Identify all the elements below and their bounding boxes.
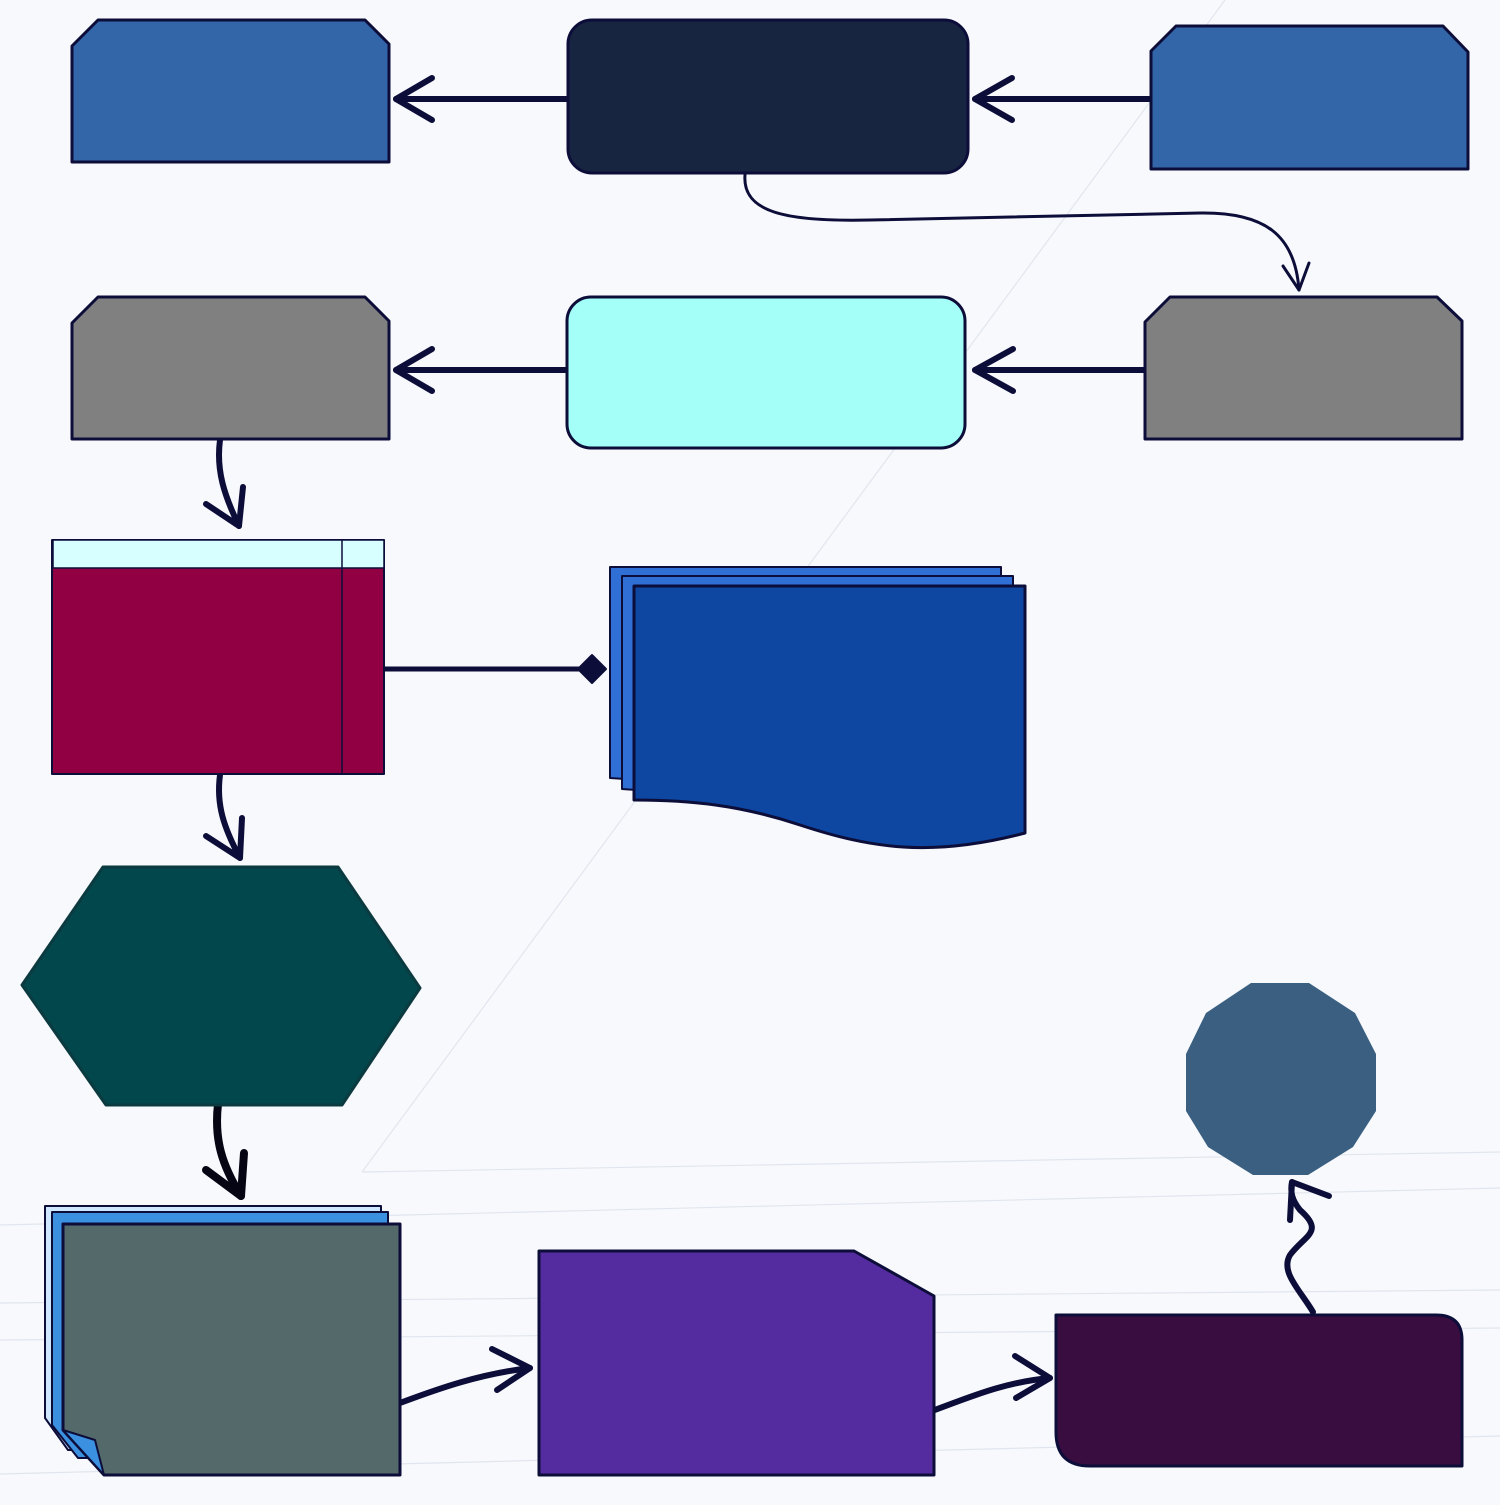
nodes bbox=[20, 18, 1470, 1477]
connector-line bbox=[397, 1365, 533, 1406]
page-shape bbox=[61, 1222, 402, 1477]
edge-n9-n10[interactable] bbox=[202, 1100, 248, 1200]
edge-n7-n9[interactable] bbox=[203, 772, 245, 861]
node-n4[interactable] bbox=[70, 295, 391, 441]
connector-line bbox=[213, 1100, 245, 1200]
node-n11[interactable] bbox=[537, 1249, 936, 1477]
connector-line bbox=[216, 437, 242, 529]
arrowhead-icon bbox=[393, 346, 435, 394]
node-n5[interactable] bbox=[565, 295, 967, 450]
edge-n6-n5[interactable] bbox=[972, 346, 1148, 394]
arrowhead-icon bbox=[489, 1346, 533, 1393]
arrowhead-icon bbox=[393, 75, 435, 123]
node-n10[interactable] bbox=[44, 1205, 402, 1477]
document-shape bbox=[632, 584, 1027, 850]
clipped-rectangle-shape bbox=[70, 18, 391, 164]
node-n3[interactable] bbox=[1149, 24, 1470, 171]
edge-n10-n11[interactable] bbox=[397, 1346, 533, 1406]
window-header-bar bbox=[52, 539, 385, 569]
edge-n2-n1[interactable] bbox=[393, 75, 571, 123]
clipped-rectangle-shape bbox=[70, 295, 391, 441]
edge-n4-n7[interactable] bbox=[203, 437, 246, 529]
edge-n11-n12[interactable] bbox=[929, 1353, 1053, 1414]
edges bbox=[202, 75, 1332, 1414]
node-n12[interactable] bbox=[1054, 1313, 1464, 1468]
arrowhead-icon bbox=[972, 75, 1015, 123]
edge-n7-n8[interactable] bbox=[381, 654, 607, 684]
node-n8[interactable] bbox=[609, 566, 1027, 850]
diamond-icon bbox=[577, 654, 607, 684]
arrowhead-icon bbox=[1287, 1179, 1332, 1223]
rounded-rectangle-shape bbox=[565, 295, 967, 450]
edge-n2-n6[interactable] bbox=[743, 173, 1311, 292]
rounded-corner-shape bbox=[1054, 1313, 1464, 1468]
edge-n12-n13[interactable] bbox=[1284, 1179, 1332, 1315]
hexagon-shape bbox=[20, 865, 422, 1107]
arrowhead-icon bbox=[203, 815, 245, 861]
node-n13[interactable] bbox=[1186, 983, 1376, 1175]
clipped-rectangle-shape bbox=[1149, 24, 1470, 171]
edge-n3-n2[interactable] bbox=[972, 75, 1154, 123]
folded-corner-icon bbox=[62, 1429, 105, 1476]
connector-line bbox=[743, 173, 1301, 292]
connector-line bbox=[216, 772, 243, 861]
edge-n5-n4[interactable] bbox=[393, 346, 570, 394]
arrowhead-icon bbox=[1012, 1353, 1053, 1401]
arrowhead-icon bbox=[203, 484, 246, 529]
cut-corner-shape bbox=[537, 1249, 936, 1477]
arrowhead-icon bbox=[972, 346, 1016, 394]
decagon-shape bbox=[1186, 983, 1376, 1175]
node-n1[interactable] bbox=[70, 18, 391, 164]
rounded-rectangle-shape bbox=[566, 18, 970, 175]
node-n9[interactable] bbox=[20, 865, 422, 1107]
connector-line bbox=[929, 1375, 1053, 1414]
node-n6[interactable] bbox=[1143, 295, 1464, 441]
window-body-shape bbox=[51, 539, 385, 775]
node-n2[interactable] bbox=[566, 18, 970, 175]
node-n7[interactable] bbox=[51, 539, 385, 775]
clipped-rectangle-shape bbox=[1143, 295, 1464, 441]
arrowhead-icon bbox=[202, 1149, 248, 1200]
arrowhead-icon bbox=[1281, 261, 1311, 292]
